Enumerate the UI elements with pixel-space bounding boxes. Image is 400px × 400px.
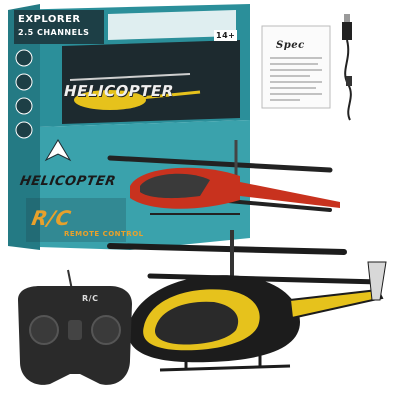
red-heli-tail-boom: [240, 182, 340, 208]
remote-center-switch: [68, 320, 82, 340]
box-brand-text: EXPLORER: [18, 14, 81, 25]
helicopter-red: [107, 140, 340, 215]
usb-connector: [344, 14, 350, 22]
box-front-logo: HELICOPTER: [62, 82, 176, 100]
helicopter-yellow: [107, 230, 387, 372]
right-joystick-icon: [91, 315, 121, 345]
badge-icon: [15, 49, 33, 67]
box-side-rc-badge: R/C: [29, 206, 74, 230]
yellow-heli-cockpit-glass: [154, 301, 239, 345]
packaging-box: [8, 4, 250, 250]
manual-title: Spec: [276, 40, 305, 51]
box-age-badge: 14+: [214, 30, 238, 41]
remote-controller: [18, 269, 132, 385]
box-heli-tail: [139, 90, 201, 100]
yellow-heli-lower-rotor: [147, 273, 383, 285]
star-emblem-icon: [44, 139, 72, 162]
instruction-manual: [261, 25, 331, 109]
box-channel-text: 2.5 CHANNELS: [18, 28, 90, 37]
red-heli-cockpit: [140, 173, 210, 199]
badge-icon: [15, 73, 33, 91]
yellow-heli-upper-rotor: [107, 243, 347, 255]
box-heli-body: [74, 90, 146, 110]
box-top-banner: [14, 10, 104, 44]
usb-charging-cable: [342, 14, 352, 121]
yellow-heli-tail-boom: [288, 288, 384, 320]
remote-rc-badge: R/C: [82, 294, 99, 303]
side-rc-panel: [26, 198, 126, 242]
yellow-heli-skid: [159, 364, 291, 372]
badge-icon: [15, 121, 33, 139]
badge-icon: [15, 97, 33, 115]
red-heli-upper-rotor: [107, 155, 333, 173]
box-lower-panel: [8, 120, 250, 250]
manual-sheet: [261, 25, 331, 109]
yellow-heli-tail-fin: [367, 261, 387, 301]
box-side-subtitle: REMOTE CONTROL: [64, 230, 144, 238]
usb-plug: [342, 22, 352, 40]
box-side-logo: HELICOPTER: [18, 174, 118, 189]
usb-wire-end: [346, 76, 352, 86]
left-joystick-icon: [29, 315, 59, 345]
box-heli-rotor: [69, 73, 191, 81]
box-label-strip: [108, 10, 236, 40]
